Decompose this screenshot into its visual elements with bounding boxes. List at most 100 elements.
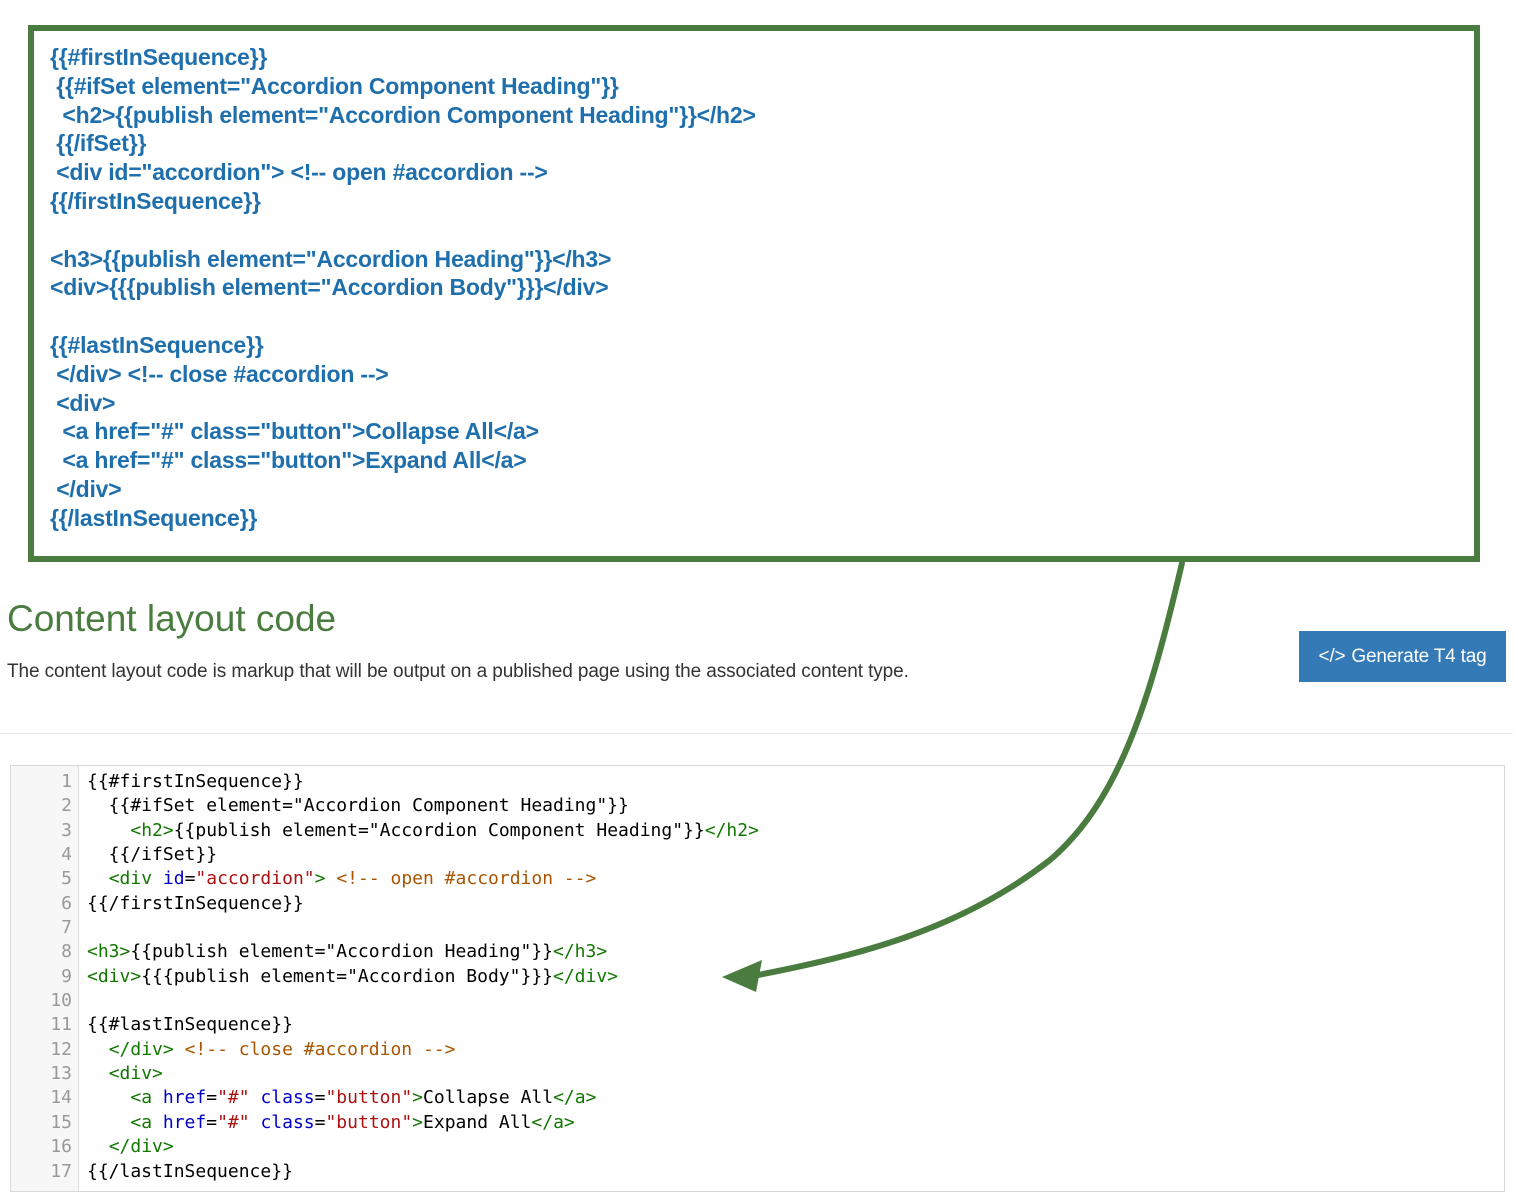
- code-token: [250, 1112, 261, 1133]
- callout-line: {{#ifSet element="Accordion Component He…: [50, 72, 619, 99]
- code-line: <h2>{{publish element="Accordion Compone…: [87, 819, 759, 843]
- line-number: 17: [50, 1160, 72, 1182]
- code-line: {{/firstInSequence}}: [87, 892, 759, 916]
- callout-line: {{/firstInSequence}}: [50, 187, 261, 214]
- generate-t4-tag-label: Generate T4 tag: [1351, 645, 1487, 667]
- line-number: 3: [61, 819, 72, 841]
- line-number: 2: [61, 795, 72, 817]
- code-token: <h3>: [87, 941, 131, 963]
- code-token: </h2>: [704, 819, 759, 841]
- code-token: =: [314, 1111, 326, 1133]
- code-token: <div>: [87, 965, 142, 987]
- code-token: {{#firstInSequence}}: [87, 771, 304, 792]
- code-token: >: [412, 1087, 424, 1109]
- line-number: 4: [61, 844, 72, 866]
- code-token: =: [206, 1111, 218, 1133]
- code-token: "button": [325, 1087, 413, 1109]
- code-token: {{#lastInSequence}}: [87, 1014, 293, 1036]
- callout-line: [50, 216, 756, 245]
- callout-line: </div> <!-- close #accordion -->: [50, 360, 389, 387]
- line-number: 12: [50, 1038, 72, 1060]
- code-token: {{/lastInSequence}}: [87, 1160, 293, 1182]
- code-token: href: [162, 1111, 207, 1133]
- callout-line: {{#lastInSequence}}: [50, 331, 264, 358]
- callout-line: <div>: [50, 389, 116, 416]
- code-token: <!-- close #accordion -->: [184, 1038, 456, 1060]
- code-token: "#": [217, 1111, 250, 1133]
- line-number: 7: [61, 917, 72, 939]
- callout-line: <div id="accordion"> <!-- open #accordio…: [50, 159, 548, 186]
- code-token: </div>: [108, 1038, 174, 1060]
- code-token: </div>: [108, 1136, 174, 1158]
- line-number: 15: [50, 1111, 72, 1133]
- code-line: <div>{{{publish element="Accordion Body"…: [87, 965, 759, 989]
- code-token: </a>: [553, 1087, 597, 1109]
- line-number: 14: [50, 1087, 72, 1109]
- callout-line: <div>{{{publish element="Accordion Body"…: [50, 274, 609, 301]
- code-line: {{/ifSet}}: [87, 843, 759, 867]
- code-line: </div> <!-- close #accordion -->: [87, 1038, 759, 1062]
- line-number: 8: [61, 941, 72, 963]
- line-number: 1: [61, 771, 72, 792]
- code-token: =: [206, 1087, 218, 1109]
- code-token: {{#ifSet element="Accordion Component He…: [87, 795, 629, 817]
- line-number: 13: [50, 1063, 72, 1085]
- section-description: The content layout code is markup that w…: [7, 661, 909, 682]
- code-token: "#": [217, 1087, 250, 1109]
- callout-line: {{/ifSet}}: [50, 130, 147, 157]
- line-number: 5: [61, 868, 72, 890]
- code-line: <a href="#" class="button">Expand All</a…: [87, 1111, 759, 1135]
- code-line: {{#ifSet element="Accordion Component He…: [87, 794, 759, 818]
- annotation-callout-box: {{#firstInSequence}} {{#ifSet element="A…: [28, 25, 1480, 562]
- callout-line: {{/lastInSequence}}: [50, 504, 258, 531]
- section-divider: [0, 733, 1513, 734]
- code-token: {{/ifSet}}: [87, 844, 218, 866]
- callout-line: [50, 302, 756, 331]
- code-token: >: [314, 868, 326, 890]
- code-icon: </>: [1318, 645, 1346, 667]
- code-token: <div>: [108, 1063, 163, 1085]
- code-token: <div: [108, 868, 163, 890]
- callout-line: <a href="#" class="button">Expand All</a…: [50, 447, 527, 474]
- callout-code-text: {{#firstInSequence}} {{#ifSet element="A…: [50, 43, 756, 533]
- code-token: Collapse All: [423, 1087, 554, 1109]
- code-line: <div>: [87, 1062, 759, 1086]
- callout-line: <h3>{{publish element="Accordion Heading…: [50, 245, 612, 272]
- callout-line: {{#firstInSequence}}: [50, 44, 268, 70]
- line-number: 11: [50, 1014, 72, 1036]
- code-token: "button": [325, 1111, 413, 1133]
- code-token: [87, 1112, 130, 1133]
- code-token: [87, 820, 130, 841]
- code-line: <a href="#" class="button">Collapse All<…: [87, 1086, 759, 1110]
- line-number: 9: [61, 965, 72, 987]
- code-token: {{publish element="Accordion Heading"}}: [130, 941, 553, 963]
- callout-line: </div>: [50, 475, 122, 502]
- code-token: =: [314, 1087, 326, 1109]
- code-token: [250, 1087, 261, 1108]
- code-line: [87, 916, 759, 940]
- code-line: <h3>{{publish element="Accordion Heading…: [87, 940, 759, 964]
- callout-line: <a href="#" class="button">Collapse All<…: [50, 418, 539, 445]
- code-token: "accordion": [195, 868, 315, 890]
- line-number: 6: [61, 892, 72, 914]
- code-token: [87, 868, 109, 889]
- code-token: class: [260, 1111, 315, 1133]
- code-line: {{/lastInSequence}}: [87, 1160, 759, 1184]
- code-token: [87, 1136, 109, 1157]
- code-token: {{{publish element="Accordion Body"}}}: [141, 965, 553, 987]
- code-token: [87, 1063, 109, 1084]
- code-token: [174, 1039, 185, 1060]
- code-line: </div>: [87, 1135, 759, 1159]
- line-number: 16: [50, 1136, 72, 1158]
- code-token: </a>: [531, 1111, 575, 1133]
- code-token: [87, 1039, 109, 1060]
- code-token: class: [260, 1087, 315, 1109]
- generate-t4-tag-button[interactable]: </> Generate T4 tag: [1299, 631, 1506, 682]
- code-token: id: [162, 868, 185, 890]
- code-content[interactable]: {{#firstInSequence}} {{#ifSet element="A…: [87, 770, 759, 1184]
- code-token: >: [412, 1111, 424, 1133]
- code-token: [325, 868, 336, 889]
